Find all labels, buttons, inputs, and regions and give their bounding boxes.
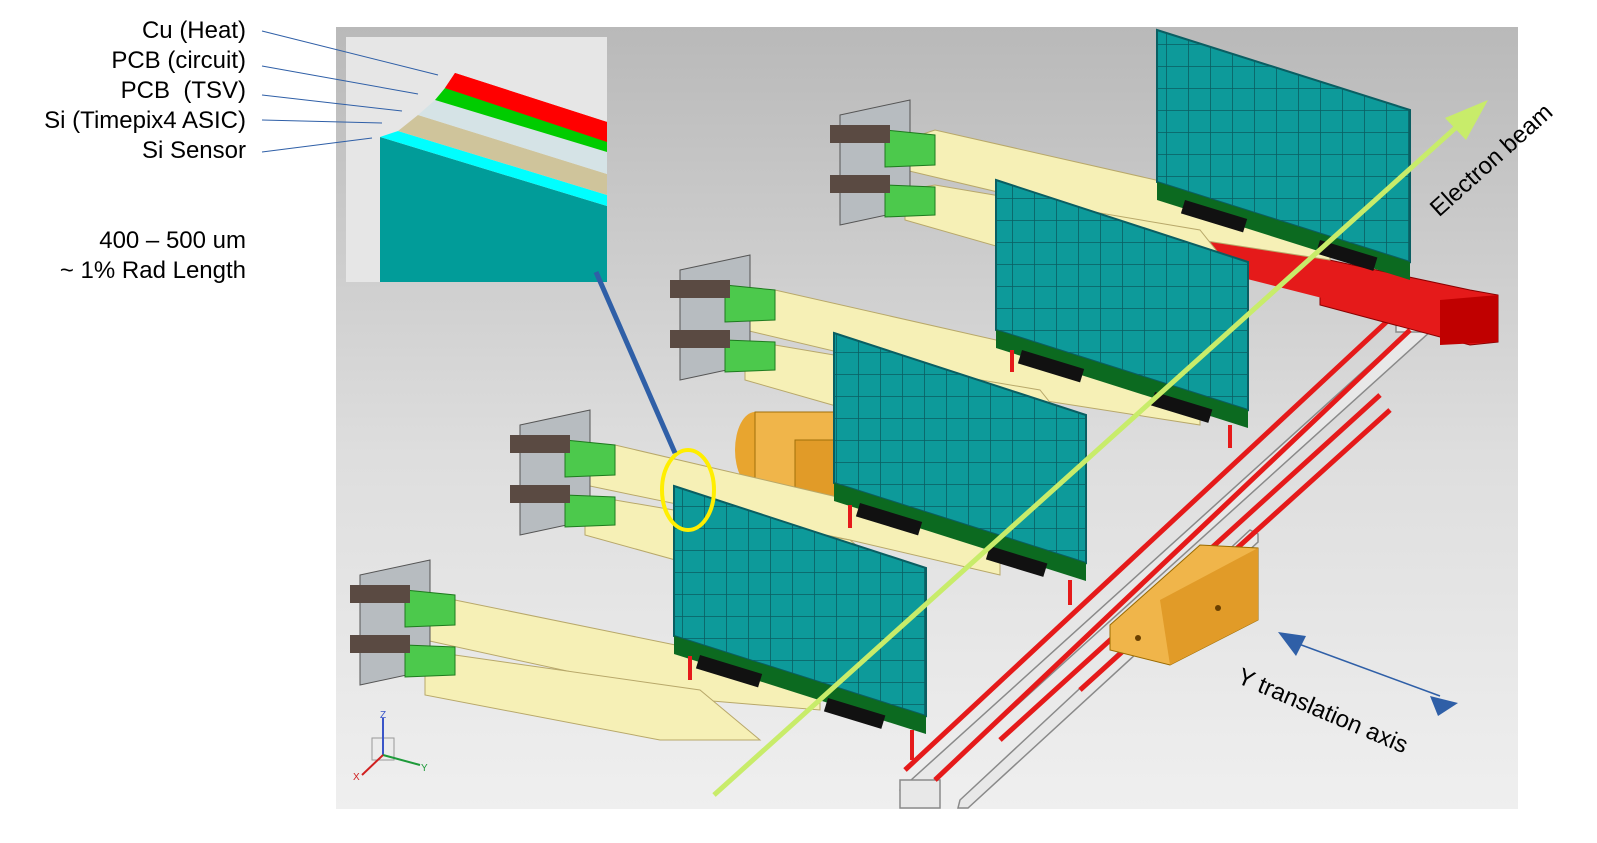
axis-z-label: Z bbox=[380, 710, 386, 721]
connector-boards bbox=[350, 99, 936, 686]
sensor-plane-2 bbox=[833, 331, 1087, 605]
sensor-plane-4 bbox=[1156, 28, 1411, 280]
axis-x-label: X bbox=[353, 772, 360, 783]
axis-y-label: Y bbox=[421, 763, 428, 774]
sensor-plane-3 bbox=[995, 178, 1249, 448]
label-si-sensor: Si Sensor bbox=[141, 137, 246, 164]
zoom-connector-line bbox=[593, 270, 678, 455]
axis-triad-icon: Z Y X bbox=[353, 710, 428, 783]
stage-motor bbox=[1109, 544, 1259, 666]
connector-group bbox=[510, 409, 616, 536]
beam-arrow-icon bbox=[712, 100, 1488, 797]
label-si-asic: Si (Timepix4 ASIC) bbox=[44, 107, 246, 134]
leader-lines bbox=[261, 30, 439, 153]
thickness-range: 400 – 500 um bbox=[99, 227, 246, 254]
connector-group bbox=[350, 559, 456, 686]
highlight-ellipse-icon bbox=[660, 448, 716, 532]
connector-group bbox=[670, 254, 776, 381]
label-pcb-tsv: PCB (TSV) bbox=[120, 77, 246, 104]
label-pcb-circuit: PCB (circuit) bbox=[111, 47, 246, 74]
layer-stack-inset bbox=[346, 37, 607, 282]
rad-length: ~ 1% Rad Length bbox=[59, 257, 246, 284]
translation-double-arrow-icon bbox=[1278, 632, 1458, 716]
label-cu-heat: Cu (Heat) bbox=[141, 17, 246, 44]
connector-group bbox=[830, 99, 936, 226]
